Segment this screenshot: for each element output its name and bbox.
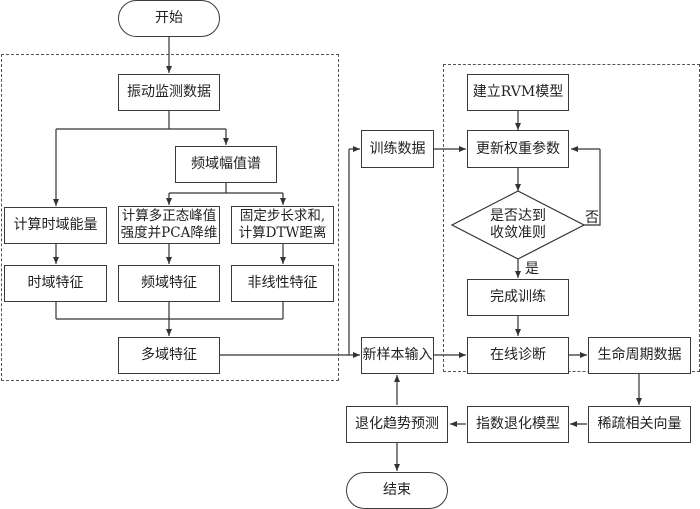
training-data-node[interactable]: 训练数据: [361, 130, 434, 168]
vibration-data-label: 振动监测数据: [127, 84, 211, 100]
new-sample-input-node[interactable]: 新样本输入: [361, 337, 434, 374]
online-diagnosis-label: 在线诊断: [490, 347, 546, 363]
end-terminal[interactable]: 结束: [346, 472, 448, 509]
build-rvm-node[interactable]: 建立RVM模型: [467, 74, 569, 111]
time-features-node[interactable]: 时域特征: [4, 265, 107, 302]
freq-spectrum-node[interactable]: 频域幅值谱: [175, 146, 277, 183]
sparse-relevance-vectors-node[interactable]: 稀疏相关向量: [588, 406, 691, 443]
calc-time-energy-label: 计算时域能量: [13, 217, 98, 233]
update-weights-label: 更新权重参数: [476, 140, 560, 157]
edge-no-loop: [584, 149, 601, 226]
no-label: 否: [585, 210, 599, 226]
start-label: 开始: [155, 10, 183, 26]
calc-multi-peak-line1: 计算多正态峰值: [121, 208, 217, 224]
new-sample-input-label: 新样本输入: [362, 347, 433, 363]
freq-spectrum-label: 频域幅值谱: [191, 156, 261, 172]
nonlinear-features-node[interactable]: 非线性特征: [231, 265, 334, 302]
freq-features-label: 频域特征: [141, 275, 197, 291]
multi-domain-features-label: 多域特征: [141, 347, 197, 363]
nonlinear-features-label: 非线性特征: [247, 275, 318, 291]
online-diagnosis-node[interactable]: 在线诊断: [467, 337, 569, 374]
start-terminal[interactable]: 开始: [118, 0, 220, 37]
feature-extraction-group: [1, 54, 339, 381]
fixed-step-node[interactable]: 固定步长求和, 计算DTW距离: [231, 206, 334, 244]
training-complete-label: 完成训练: [490, 289, 546, 305]
training-data-label: 训练数据: [369, 140, 426, 157]
calc-multi-peak-node[interactable]: 计算多正态峰值 强度并PCA降维: [118, 206, 220, 244]
sparse-relevance-vectors-label: 稀疏相关向量: [597, 416, 682, 432]
fixed-step-line2: 计算DTW距离: [238, 225, 327, 241]
build-rvm-label: 建立RVM模型: [472, 84, 564, 100]
exp-degradation-model-label: 指数退化模型: [476, 416, 560, 432]
end-label: 结束: [383, 482, 411, 498]
training-complete-node[interactable]: 完成训练: [467, 279, 569, 316]
convergence-decision-text: 是否达到 收敛准则: [470, 208, 566, 242]
exp-degradation-model-node[interactable]: 指数退化模型: [467, 406, 569, 443]
degradation-trend-prediction-node[interactable]: 退化趋势预测: [346, 406, 448, 443]
convergence-line2: 收敛准则: [490, 225, 546, 241]
time-features-label: 时域特征: [27, 275, 84, 291]
degradation-trend-prediction-label: 退化趋势预测: [355, 416, 439, 432]
convergence-decision-diamond: [450, 190, 586, 260]
yes-label: 是: [525, 261, 539, 277]
life-cycle-data-node[interactable]: 生命周期数据: [588, 337, 691, 374]
freq-features-node[interactable]: 频域特征: [118, 265, 220, 302]
vibration-data-node[interactable]: 振动监测数据: [118, 74, 220, 111]
calc-time-energy-node[interactable]: 计算时域能量: [4, 207, 107, 244]
calc-multi-peak-line2: 强度并PCA降维: [120, 225, 218, 241]
multi-domain-features-node[interactable]: 多域特征: [118, 337, 220, 374]
life-cycle-data-label: 生命周期数据: [597, 347, 682, 363]
update-weights-node[interactable]: 更新权重参数: [467, 130, 569, 168]
convergence-line1: 是否达到: [490, 208, 546, 224]
fixed-step-line1: 固定步长求和,: [239, 208, 326, 224]
